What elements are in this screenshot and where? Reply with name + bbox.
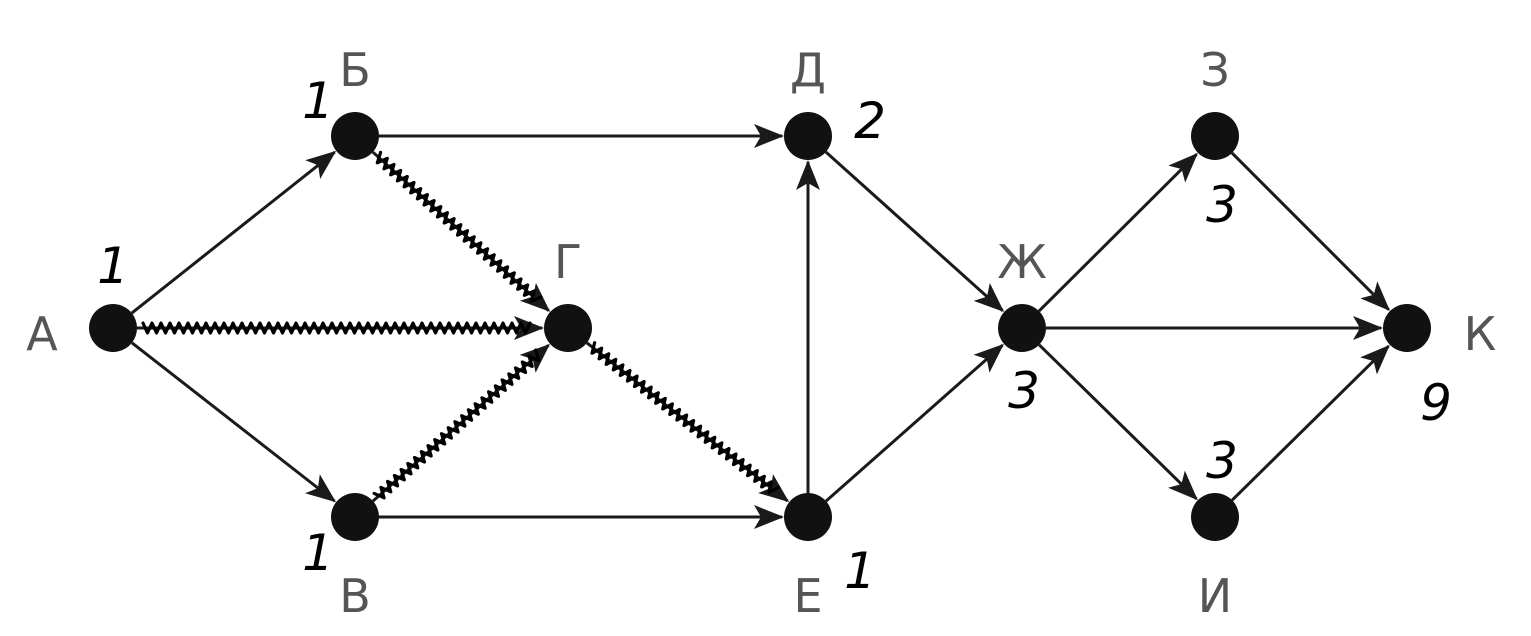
node-label-Z: З [1200, 43, 1230, 97]
count-label-D: 2 [854, 92, 886, 150]
node-labels: А Б В Г Д Е Ж З И К [26, 43, 1496, 623]
node-label-K: К [1464, 307, 1497, 361]
node-B [331, 112, 379, 160]
node-label-A: А [26, 307, 58, 361]
edge-A-V [130, 341, 337, 503]
node-V [331, 493, 379, 541]
handwritten-counts: 1 1 1 2 1 3 3 3 9 [97, 72, 1452, 600]
node-G [544, 304, 592, 352]
count-label-A: 1 [97, 237, 129, 295]
edge-I-K [1231, 344, 1390, 502]
nodes-layer [89, 112, 1431, 541]
node-label-I: И [1198, 569, 1232, 623]
node-label-V: В [339, 569, 371, 623]
node-D [784, 112, 832, 160]
wavy-mark-G-E [590, 341, 781, 494]
edge-Zh-I [1038, 343, 1198, 501]
node-E [784, 493, 832, 541]
node-label-Zh: Ж [997, 235, 1047, 289]
count-label-E: 1 [844, 542, 876, 600]
count-label-Zh: 3 [1008, 362, 1040, 420]
node-label-B: Б [339, 43, 371, 97]
wavy-mark-B-G [375, 150, 543, 303]
edge-E-Zh [824, 343, 1005, 503]
node-label-G: Г [554, 235, 582, 289]
edge-A-B [130, 150, 337, 315]
edge-Zh-Z [1037, 152, 1198, 313]
count-label-I: 3 [1206, 432, 1238, 490]
node-K [1383, 304, 1431, 352]
edge-Z-K [1230, 151, 1391, 312]
node-A [89, 304, 137, 352]
crossed-out-marks [141, 150, 781, 500]
wavy-mark-V-G [372, 348, 541, 500]
node-label-D: Д [790, 43, 826, 97]
count-label-B: 1 [302, 72, 334, 130]
count-label-V: 1 [302, 524, 334, 582]
count-label-Z: 3 [1206, 176, 1238, 234]
edge-D-Zh [824, 150, 1005, 312]
count-label-K: 9 [1420, 374, 1452, 432]
node-label-E: Е [793, 569, 822, 623]
node-Zh [998, 304, 1046, 352]
node-Z [1191, 112, 1239, 160]
node-I [1191, 493, 1239, 541]
wavy-mark-A-G [141, 321, 532, 335]
